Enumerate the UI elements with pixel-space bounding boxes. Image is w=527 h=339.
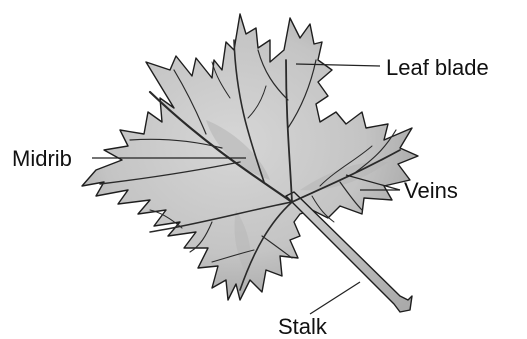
veins-label: Veins <box>404 178 458 203</box>
leaf-blade-label: Leaf blade <box>386 55 489 80</box>
stalk-leader <box>310 282 360 314</box>
midrib-label: Midrib <box>12 146 72 171</box>
stalk-label: Stalk <box>278 314 328 339</box>
